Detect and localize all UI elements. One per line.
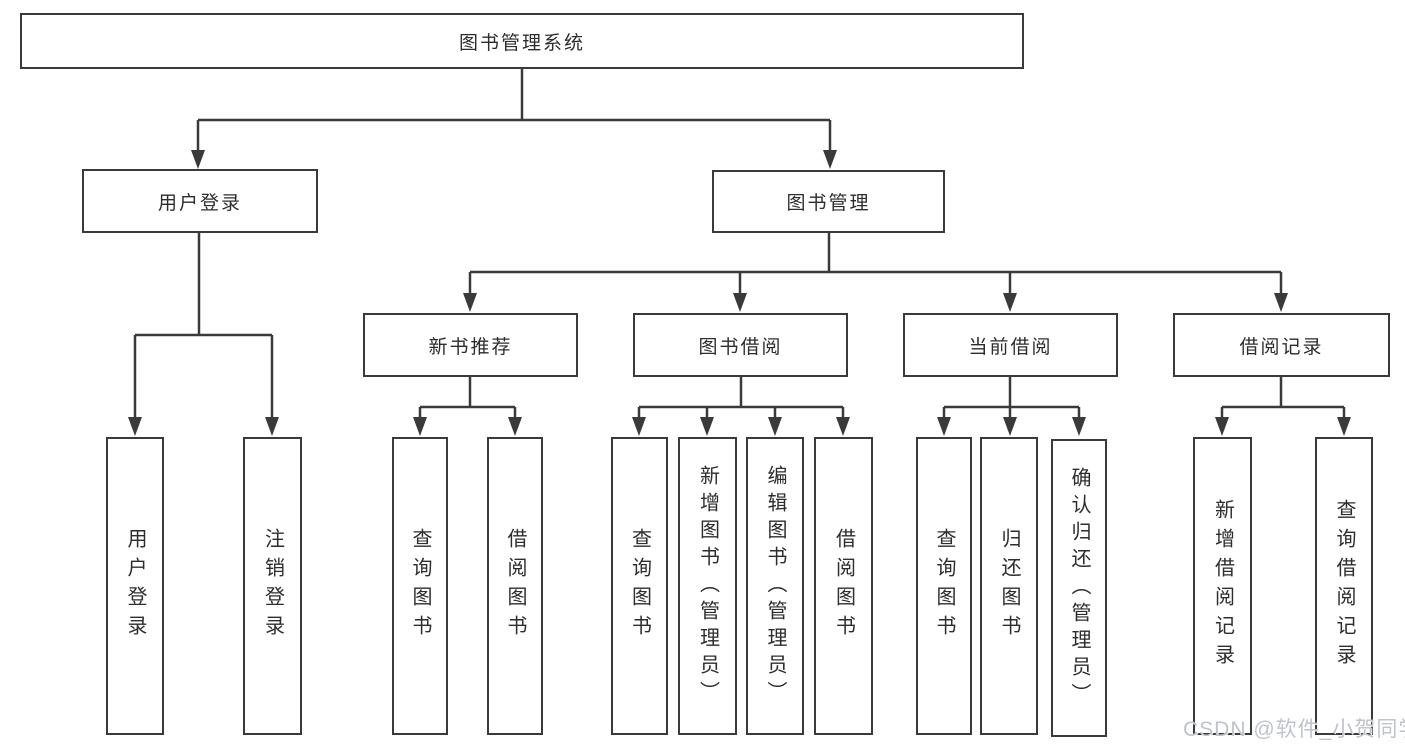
node-label: 归还图书 bbox=[998, 528, 1020, 644]
csdn-watermark: CSDN @软件_小贺同学 bbox=[1183, 718, 1405, 741]
node-book-borrowing: 图书借阅 bbox=[633, 313, 848, 377]
node-label: 查询图书 bbox=[933, 528, 955, 644]
node-label: 用户登录 bbox=[157, 192, 242, 214]
leaf-query-borrow-record: 查询借阅记录 bbox=[1315, 437, 1373, 735]
node-label: 借阅记录 bbox=[1239, 336, 1324, 358]
node-label: 借阅图书 bbox=[504, 528, 526, 644]
node-label: 图书管理 bbox=[786, 193, 871, 214]
leaf-query-books-3: 查询图书 bbox=[916, 437, 972, 735]
node-label: 新书推荐 bbox=[428, 336, 513, 358]
node-label: 当前借阅 bbox=[968, 336, 1053, 358]
node-new-book-recommendation: 新书推荐 bbox=[363, 313, 578, 377]
node-label: 确认归还（管理员） bbox=[1068, 466, 1090, 710]
leaf-borrow-books-2: 借阅图书 bbox=[814, 437, 873, 735]
node-book-management: 图书管理 bbox=[712, 170, 945, 233]
leaf-borrow-books-1: 借阅图书 bbox=[487, 437, 543, 735]
node-label: 借阅图书 bbox=[832, 528, 855, 644]
leaf-add-borrow-record: 新增借阅记录 bbox=[1193, 437, 1252, 735]
leaf-user-login: 用户登录 bbox=[106, 437, 164, 735]
leaf-query-books-1: 查询图书 bbox=[392, 437, 448, 735]
node-library-management-system: 图书管理系统 bbox=[20, 13, 1024, 69]
node-label: 注销登录 bbox=[261, 528, 284, 644]
leaf-add-books-admin: 新增图书（管理员） bbox=[678, 437, 737, 735]
node-label: 查询图书 bbox=[409, 528, 431, 644]
node-borrowing-records: 借阅记录 bbox=[1173, 313, 1390, 377]
node-label: 编辑图书（管理员） bbox=[764, 464, 786, 708]
node-label: 图书管理系统 bbox=[458, 32, 585, 54]
leaf-return-books: 归还图书 bbox=[980, 437, 1038, 735]
node-user-login: 用户登录 bbox=[82, 169, 318, 233]
leaf-logout: 注销登录 bbox=[243, 437, 302, 735]
leaf-query-books-2: 查询图书 bbox=[611, 437, 668, 735]
node-label: 查询借阅记录 bbox=[1333, 499, 1355, 673]
node-label: 新增图书（管理员） bbox=[696, 464, 719, 708]
leaf-edit-books-admin: 编辑图书（管理员） bbox=[746, 437, 804, 735]
leaf-confirm-return-admin: 确认归还（管理员） bbox=[1051, 439, 1107, 737]
node-label: 查询图书 bbox=[628, 528, 651, 644]
node-current-borrowing: 当前借阅 bbox=[903, 313, 1118, 377]
node-label: 图书借阅 bbox=[698, 336, 783, 358]
node-label: 用户登录 bbox=[124, 528, 146, 644]
node-label: 新增借阅记录 bbox=[1211, 499, 1234, 673]
